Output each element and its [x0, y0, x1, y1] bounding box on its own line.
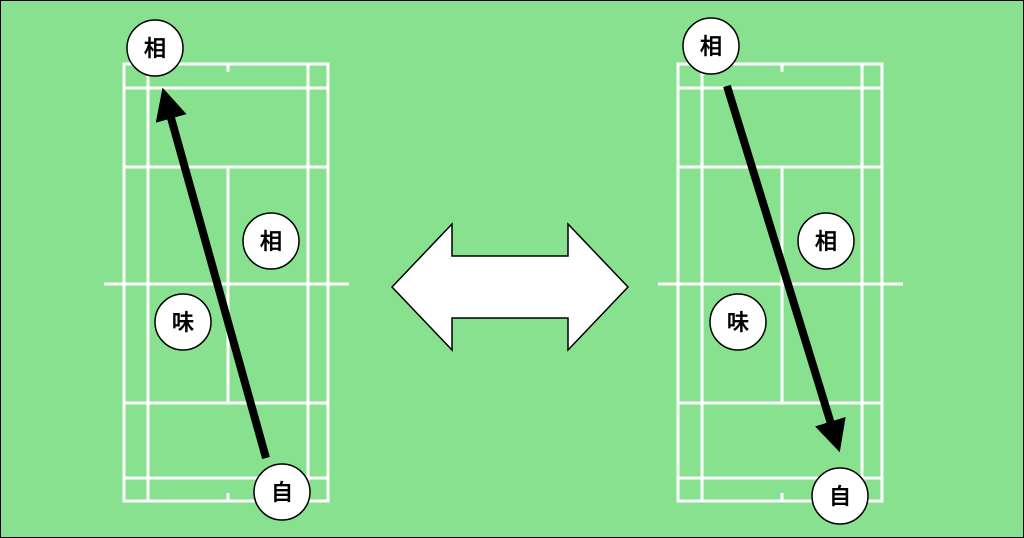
player-label: 自 [829, 484, 851, 510]
player-label: 相 [144, 37, 166, 62]
double-headed-arrow-icon [390, 222, 630, 352]
player-label: 相 [700, 35, 722, 60]
player-label: 自 [271, 480, 293, 506]
shot-arrow-right [723, 84, 846, 453]
player-label: 相 [260, 230, 282, 255]
right-court [658, 62, 903, 503]
player-label: 相 [815, 230, 837, 255]
shot-arrow-left [155, 87, 270, 460]
left-player-partner: 味 [154, 293, 212, 351]
player-label: 味 [727, 311, 749, 336]
left-player-far-opponent: 相 [126, 19, 184, 77]
player-label: 味 [172, 311, 194, 336]
right-player-partner: 味 [709, 293, 767, 351]
left-player-self: 自 [253, 463, 311, 521]
left-player-near-opponent: 相 [242, 212, 300, 270]
right-player-far-opponent: 相 [682, 17, 740, 75]
right-player-near-opponent: 相 [797, 212, 855, 270]
right-player-self: 自 [811, 467, 869, 525]
